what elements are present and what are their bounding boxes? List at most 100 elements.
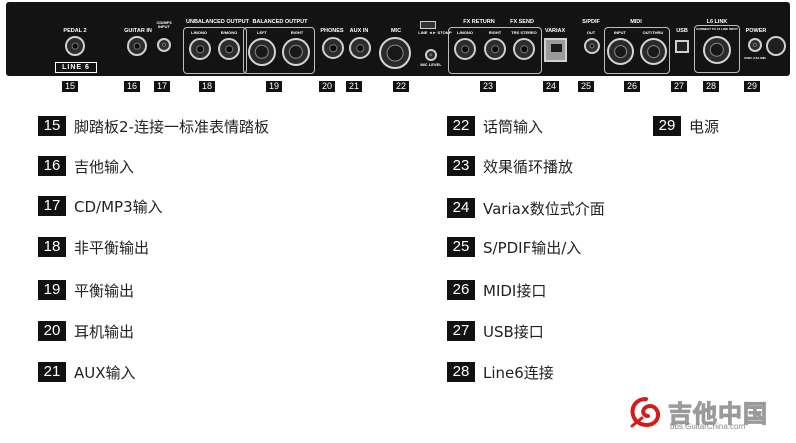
fx-loop-group	[448, 27, 542, 74]
legend-desc: 电源	[689, 117, 720, 136]
legend-badge: 29	[653, 116, 681, 136]
aux-in-jack[interactable]	[349, 37, 371, 59]
balanced-output-label: BALANCED OUTPUT	[252, 19, 308, 25]
legend-item-23: 23 效果循环播放	[447, 155, 573, 177]
legend-badge: 19	[38, 280, 66, 300]
l6-link-group	[694, 25, 740, 73]
legend-desc: CD/MP3输入	[74, 197, 163, 216]
legend-desc: 平衡输出	[74, 281, 135, 300]
legend-desc: 耳机输出	[74, 322, 135, 341]
fx-send-jack[interactable]	[513, 38, 535, 60]
legend-badge: 22	[447, 116, 475, 136]
fx-send-label: FX SEND	[510, 19, 534, 25]
panel-num-28: 28	[703, 81, 719, 92]
spdif-jack[interactable]	[584, 38, 600, 54]
balanced-right-label: RIGHT	[290, 30, 304, 35]
panel-num-27: 27	[671, 81, 687, 92]
phones-jack[interactable]	[322, 37, 344, 59]
panel-num-20: 20	[319, 81, 335, 92]
panel-num-19: 19	[266, 81, 282, 92]
legend-badge: 27	[447, 321, 475, 341]
mic-xlr[interactable]	[379, 37, 411, 69]
legend-desc: 吉他输入	[74, 157, 135, 176]
legend-badge: 24	[447, 198, 475, 218]
legend-item-27: 27 USB接口	[447, 320, 544, 342]
panel-num-17: 17	[154, 81, 170, 92]
watermark: 吉他中国 bbs.GuitarChina.com	[628, 392, 788, 436]
cd-mp3-label: CD/MP3 INPUT	[156, 20, 172, 29]
legend-item-28: 28 Line6连接	[447, 361, 554, 383]
legend-desc: MIDI接口	[483, 281, 547, 300]
cable-clamp-icon	[766, 36, 786, 56]
fx-return-right-label: RIGHT	[488, 30, 502, 35]
legend-desc: S/PDIF输出/入	[483, 238, 582, 257]
variax-port[interactable]	[544, 38, 567, 62]
mic-level-label: MIC LEVEL	[420, 62, 442, 67]
unbalanced-output-group	[183, 27, 247, 74]
midi-label: MIDI	[630, 19, 642, 25]
unbalanced-l-mono-label: L/MONO	[191, 30, 207, 35]
balanced-output-group	[243, 27, 315, 74]
panel-num-25: 25	[578, 81, 594, 92]
legend-item-22: 22 话筒输入	[447, 115, 543, 137]
usb-port[interactable]	[675, 40, 689, 53]
unbalanced-r-jack[interactable]	[218, 38, 240, 60]
panel-num-29: 29	[744, 81, 760, 92]
legend-item-29: 29 电源	[653, 115, 719, 137]
panel-num-16: 16	[124, 81, 140, 92]
legend-item-20: 20 耳机输出	[38, 320, 134, 342]
legend-badge: 15	[38, 116, 66, 136]
pedal2-jack[interactable]	[65, 36, 85, 56]
midi-out-thru-port[interactable]	[640, 38, 667, 65]
legend-desc: 非平衡输出	[74, 238, 150, 257]
legend-badge: 21	[38, 362, 66, 382]
watermark-url: bbs.GuitarChina.com	[670, 422, 746, 431]
unbalanced-output-label: UNBALANCED OUTPUT	[186, 19, 249, 25]
pedal2-label: PEDAL 2	[63, 28, 87, 34]
legend-item-16: 16 吉他输入	[38, 155, 134, 177]
unbalanced-l-jack[interactable]	[189, 38, 211, 60]
l6-link-xlr[interactable]	[703, 36, 731, 64]
line-stomp-switch[interactable]	[420, 21, 436, 29]
line-stomp-switch-label: LINE ◄► STOMP	[418, 30, 452, 35]
power-jack[interactable]	[748, 38, 762, 52]
legend-item-17: 17 CD/MP3输入	[38, 195, 163, 217]
legend-item-26: 26 MIDI接口	[447, 279, 546, 301]
watermark-text: 吉他中国	[668, 400, 768, 429]
midi-input-label: INPUT	[614, 30, 626, 35]
power-sub-label: 9VDC 2.0A MIN	[744, 56, 766, 60]
usb-label: USB	[676, 28, 688, 34]
panel-num-18: 18	[199, 81, 215, 92]
panel-num-24: 24	[543, 81, 559, 92]
legend-badge: 25	[447, 237, 475, 257]
legend-item-24: 24 Variax数位式介面	[447, 197, 605, 219]
phones-label: PHONES	[320, 28, 344, 34]
panel-num-21: 21	[346, 81, 362, 92]
unbalanced-r-mono-label: R/MONO	[220, 30, 238, 35]
fx-return-l-jack[interactable]	[454, 38, 476, 60]
fx-return-r-jack[interactable]	[484, 38, 506, 60]
legend-badge: 18	[38, 237, 66, 257]
panel-num-23: 23	[480, 81, 496, 92]
mic-level-knob[interactable]	[425, 49, 437, 61]
variax-label: VARIAX	[544, 28, 566, 34]
midi-group	[604, 27, 670, 74]
guitar-in-jack[interactable]	[127, 36, 147, 56]
guitar-swirl-icon	[630, 397, 661, 428]
panel-num-26: 26	[624, 81, 640, 92]
fx-return-label: FX RETURN	[463, 19, 495, 25]
fx-return-l-mono-label: L/MONO	[457, 30, 473, 35]
balanced-right-xlr[interactable]	[282, 38, 310, 66]
spdif-out-label: OUT	[586, 30, 596, 35]
mic-label: MIC	[390, 28, 402, 34]
balanced-left-xlr[interactable]	[248, 38, 276, 66]
legend-desc: AUX输入	[74, 363, 136, 382]
legend-item-15: 15 脚踏板2-连接一标准表情踏板	[38, 115, 269, 137]
legend-badge: 16	[38, 156, 66, 176]
rear-panel: PEDAL 2 LINE 6 GUITAR IN CD/MP3 INPUT UN…	[6, 2, 790, 76]
legend-desc: 话筒输入	[483, 117, 544, 136]
cd-mp3-jack[interactable]	[157, 38, 171, 52]
legend-badge: 17	[38, 196, 66, 216]
midi-input-port[interactable]	[607, 38, 634, 65]
legend-badge: 23	[447, 156, 475, 176]
